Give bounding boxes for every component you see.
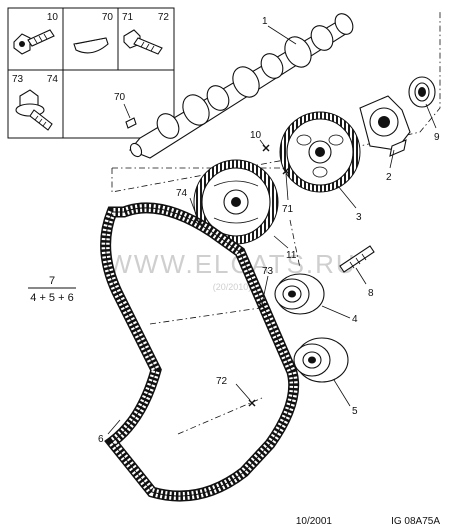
watermark-subtext: (20/2010) — [213, 282, 252, 292]
callout-6: 6 — [98, 434, 104, 445]
tensioner-stud — [339, 245, 375, 273]
inset-label-71: 71 — [122, 12, 134, 23]
camshaft-lobes — [156, 13, 354, 139]
camshaft-sprocket — [279, 111, 361, 193]
footer-date: 10/2001 — [296, 516, 333, 527]
callout-9: 9 — [434, 132, 440, 143]
callout-1: 1 — [262, 16, 268, 27]
camshaft — [129, 13, 354, 159]
woodruff-key-icon — [73, 37, 109, 54]
callout-74: 74 — [176, 188, 188, 199]
sprocket-hub — [359, 95, 411, 157]
crossmark-icons — [196, 144, 290, 407]
footer-code: IG 08A75A — [391, 516, 440, 527]
watermark-text: WWW.ELCATS.RU — [107, 249, 356, 279]
callout-70: 70 — [114, 92, 126, 103]
woodruff-key-on-shaft — [125, 117, 137, 129]
fastener-inset: 10 70 71 72 73 74 — [7, 7, 175, 139]
kit-formula: 7 4 + 5 + 6 — [28, 275, 76, 304]
inset-label-73: 73 — [12, 74, 24, 85]
flange-bolt-73-74-icon — [15, 89, 53, 131]
callout-4: 4 — [352, 314, 358, 325]
inset-frame — [7, 7, 175, 139]
inset-label-70: 70 — [102, 12, 114, 23]
lower-sprocket — [193, 159, 279, 245]
callout-8: 8 — [368, 288, 374, 299]
leader-lines — [107, 25, 437, 435]
inset-label-10: 10 — [47, 12, 59, 23]
watermark: WWW.ELCATS.RU (20/2010) — [107, 249, 356, 292]
callout-10: 10 — [250, 130, 262, 141]
oil-seal — [408, 76, 436, 108]
callout-72: 72 — [216, 376, 228, 387]
callouts: 1 2 3 4 5 6 8 9 10 11 70 71 72 73 74 — [98, 16, 440, 445]
bolt-71-72-icon — [123, 29, 163, 55]
callout-11: 11 — [286, 250, 297, 261]
formula-denominator: 4 + 5 + 6 — [30, 292, 73, 304]
dash-segments — [149, 219, 301, 435]
callout-3: 3 — [356, 212, 362, 223]
inset-label-72: 72 — [158, 12, 170, 23]
tensioner-roller — [274, 273, 325, 315]
footer: 10/2001 IG 08A75A — [296, 516, 440, 527]
inset-label-74: 74 — [47, 74, 59, 85]
callout-71: 71 — [282, 204, 294, 215]
idler-roller — [293, 337, 349, 383]
callout-2: 2 — [386, 172, 392, 183]
bolt-10-icon — [13, 29, 55, 55]
callout-73: 73 — [262, 266, 274, 277]
callout-5: 5 — [352, 406, 358, 417]
formula-numerator: 7 — [49, 275, 55, 287]
